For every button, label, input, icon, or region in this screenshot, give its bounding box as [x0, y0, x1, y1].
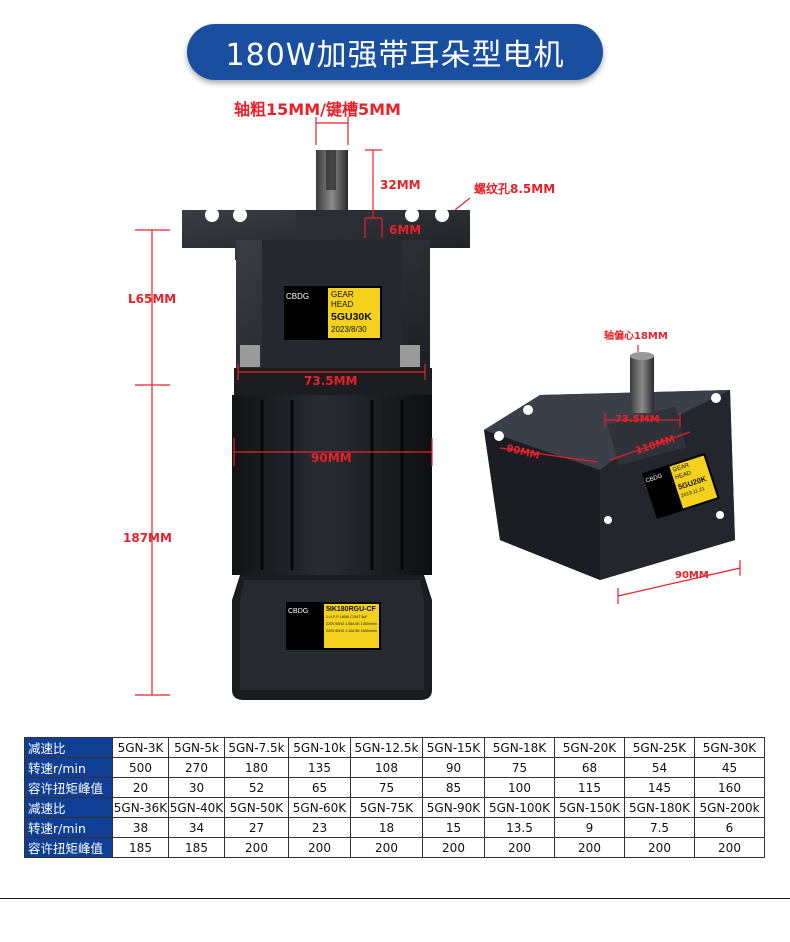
table-cell: 6: [694, 817, 765, 838]
row-header: 减速比: [24, 797, 113, 818]
side-a-label: 73.5MM: [615, 414, 660, 425]
table-cell: 185: [112, 837, 169, 858]
table-cell: 18: [350, 817, 423, 838]
thread-hole-label: 螺纹孔8.5MM: [474, 182, 556, 196]
table-cell: 5GN-12.5k: [350, 737, 423, 758]
table-cell: 23: [288, 817, 351, 838]
motor-length-label: 187MM: [123, 531, 172, 545]
table-cell: 5GN-75K: [350, 797, 423, 818]
table-cell: 54: [624, 757, 695, 778]
table-cell: 65: [288, 777, 351, 798]
table-cell: 20: [112, 777, 169, 798]
table-cell: 45: [694, 757, 765, 778]
table-cell: 90: [422, 757, 485, 778]
side-d-label: 90MM: [675, 570, 709, 581]
table-cell: 30: [168, 777, 225, 798]
gearbox-length-label: L65MM: [128, 292, 177, 306]
table-cell: 5GN-10k: [288, 737, 351, 758]
page-title: 180W加强带耳朵型电机: [187, 24, 603, 80]
table-cell: 5GN-36K: [112, 797, 169, 818]
row-header: 转速r/min: [24, 817, 113, 838]
motor-plate-line3: 220V 60HZ 1.10A 5K 1600r/min: [326, 629, 377, 633]
gear-head-plate: CBDG GEAR HEAD 5GU30K 2023/8/30: [284, 286, 382, 340]
table-cell: 15: [422, 817, 485, 838]
table-cell: 108: [350, 757, 423, 778]
table-cell: 115: [554, 777, 625, 798]
motor-plate-line2: 220V 50HZ 1.05A 5K 1350r/min: [326, 622, 377, 626]
table-cell: 200: [694, 837, 765, 858]
table-cell: 200: [224, 837, 289, 858]
table-cell: 5GN-18K: [484, 737, 555, 758]
table-cell: 5GN-3K: [112, 737, 169, 758]
table-cell: 5GN-15K: [422, 737, 485, 758]
motor-plate-line1: 1-H-F-P 180W CONT 5μF: [326, 615, 368, 619]
row-header: 减速比: [24, 737, 113, 758]
table-cell: 7.5: [624, 817, 695, 838]
table-cell: 5GN-7.5k: [224, 737, 289, 758]
table-cell: 75: [350, 777, 423, 798]
table-cell: 100: [484, 777, 555, 798]
table-cell: 5GN-60K: [288, 797, 351, 818]
table-cell: 185: [168, 837, 225, 858]
motor-plate-model: 5IK180RGU-CF: [326, 606, 376, 613]
key-width-label: 6MM: [389, 223, 422, 237]
table-cell: 13.5: [484, 817, 555, 838]
table-cell: 75: [484, 757, 555, 778]
table-cell: 85: [422, 777, 485, 798]
table-cell: 200: [422, 837, 485, 858]
motor-nameplate: CBDG 5IK180RGU-CF 1-H-F-P 180W CONT 5μF …: [286, 602, 381, 650]
table-cell: 5GN-180K: [624, 797, 695, 818]
table-cell: 5GN-30K: [694, 737, 765, 758]
table-cell: 270: [168, 757, 225, 778]
table-cell: 5GN-100K: [484, 797, 555, 818]
table-cell: 500: [112, 757, 169, 778]
table-cell: 180: [224, 757, 289, 778]
body-width-label: 90MM: [311, 451, 352, 465]
shaft-length-label: 32MM: [380, 178, 421, 192]
gear-plate-line1: GEAR HEAD: [331, 290, 354, 309]
table-cell: 5GN-5k: [168, 737, 225, 758]
table-cell: 145: [624, 777, 695, 798]
gear-plate-model: 5GU30K: [331, 311, 372, 323]
table-cell: 27: [224, 817, 289, 838]
table-cell: 38: [112, 817, 169, 838]
gear-plate-date: 2023/8/30: [331, 325, 367, 334]
table-cell: 68: [554, 757, 625, 778]
table-cell: 135: [288, 757, 351, 778]
table-cell: 5GN-150K: [554, 797, 625, 818]
row-header: 转速r/min: [24, 757, 113, 778]
motor-front-illustration: [135, 117, 741, 700]
table-cell: 34: [168, 817, 225, 838]
table-cell: 160: [694, 777, 765, 798]
eccentric-label: 轴偏心18MM: [604, 331, 668, 342]
mount-width-label: 73.5MM: [304, 374, 358, 388]
table-cell: 200: [484, 837, 555, 858]
gear-plate-right-brand: CBDG: [645, 473, 664, 485]
table-cell: 5GN-40K: [168, 797, 225, 818]
table-cell: 200: [554, 837, 625, 858]
gear-plate-brand: CBDG: [286, 292, 310, 301]
table-cell: 5GN-90K: [422, 797, 485, 818]
shaft-dimension-label: 轴粗15MM/键槽5MM: [234, 100, 401, 119]
table-cell: 200: [624, 837, 695, 858]
motor-plate-brand: CBDG: [288, 608, 309, 615]
table-cell: 200: [350, 837, 423, 858]
row-header: 容许扭矩峰值: [24, 777, 113, 798]
table-cell: 5GN-25K: [624, 737, 695, 758]
table-cell: 5GN-20K: [554, 737, 625, 758]
bottom-divider: [0, 898, 790, 899]
table-cell: 200: [288, 837, 351, 858]
table-cell: 52: [224, 777, 289, 798]
table-cell: 5GN-50K: [224, 797, 289, 818]
row-header: 容许扭矩峰值: [24, 837, 113, 858]
table-cell: 9: [554, 817, 625, 838]
table-cell: 5GN-200k: [694, 797, 765, 818]
